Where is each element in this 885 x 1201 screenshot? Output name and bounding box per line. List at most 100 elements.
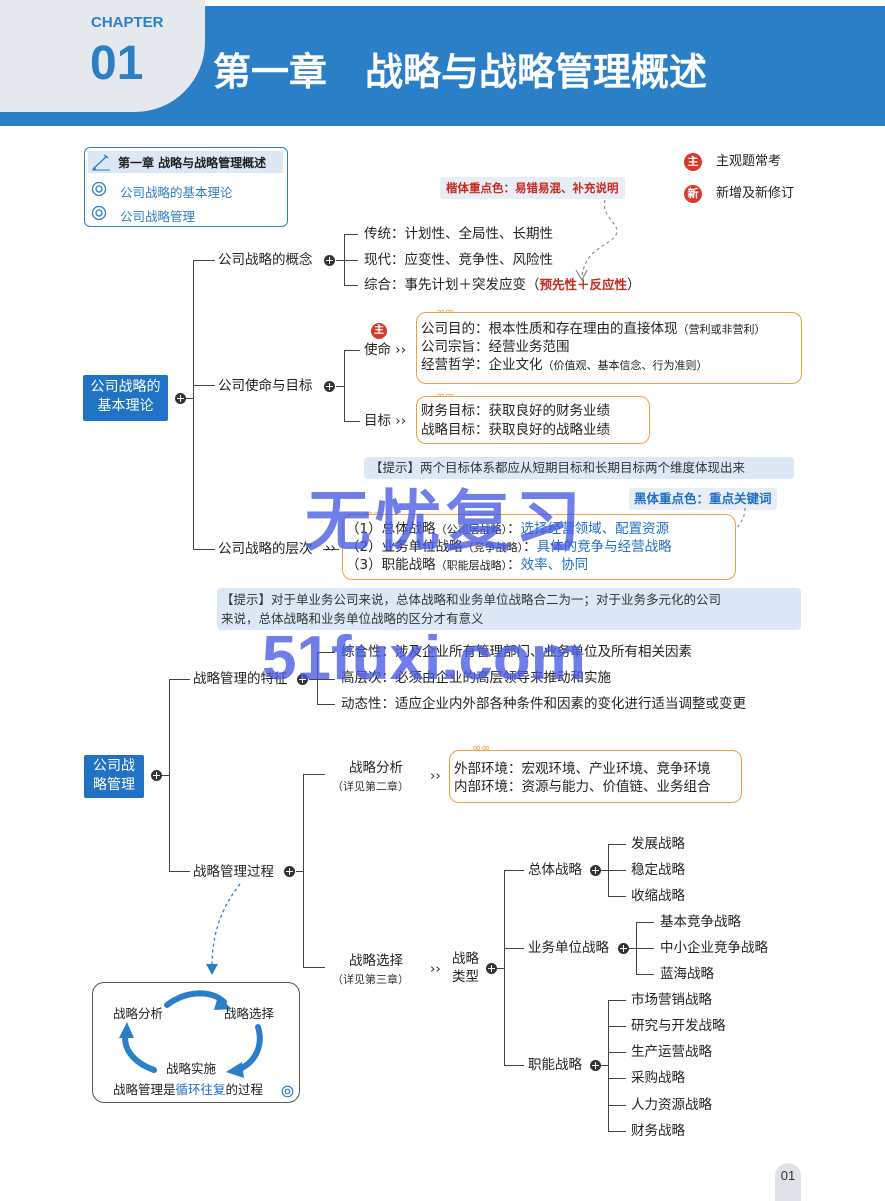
level-functional-name: （3）职能战略 (346, 557, 436, 573)
expand-icon[interactable] (324, 255, 335, 266)
goal-strategic: 战略目标：获取良好的战略业绩 (421, 422, 610, 438)
feature-dynamic: 动态性：适应企业内外部各种条件和因素的变化进行适当调整或变更 (341, 696, 746, 712)
mission-sub-label: 使命 ›› (364, 342, 407, 358)
mission-tenet: 公司宗旨：经营业务范围 (421, 339, 570, 355)
functional-label: 职能战略 (528, 1057, 582, 1073)
hei-note: 黑体重点色：重点关键词 (629, 488, 777, 510)
levels-box (342, 514, 736, 580)
expand-icon[interactable] (486, 963, 497, 974)
process-choice: 战略选择 (349, 953, 403, 969)
goal-box (416, 396, 650, 444)
chapter-tab (0, 0, 205, 112)
level-corporate-key: 选择经营领域、配置资源 (520, 521, 670, 537)
level-functional-key: 效率、协同 (520, 557, 589, 573)
business-item: 蓝海战略 (660, 966, 714, 982)
level-business-key: 具体的竞争与经营战略 (536, 539, 672, 555)
mission-purpose: 公司目的：根本性质和存在理由的直接体现（营利或非营利） (421, 320, 766, 339)
mission-philosophy-text: 经营哲学：企业文化 (421, 357, 543, 373)
concept-traditional: 传统：计划性、全局性、长期性 (364, 226, 553, 242)
toc-item-theory[interactable]: 公司战略的基本理论 (120, 185, 233, 200)
target-icon (91, 205, 107, 221)
level-corporate: （1）总体战略（公司层战略）：选择经营领域、配置资源 (346, 520, 669, 539)
process-choice-ref: （详见第三章） (332, 973, 409, 986)
level-corporate-note: （公司层战略） (435, 523, 508, 536)
level-corporate-name: （1）总体战略 (346, 521, 436, 537)
process-analysis: 战略分析 (349, 760, 403, 776)
main-mark-icon: 主 (684, 153, 702, 171)
toc-card: 第一章 战略与战略管理概述 公司战略的基本理论 公司战略管理 (84, 147, 288, 227)
functional-item: 财务战略 (631, 1123, 685, 1139)
expand-icon[interactable] (618, 943, 629, 954)
watermark-cn: 无忧复习 (305, 483, 585, 560)
toc-title: 第一章 战略与战略管理概述 (118, 156, 267, 170)
corporate-label: 总体战略 (528, 862, 582, 878)
toc-title-row (88, 151, 283, 173)
levels-arrow: ›› (325, 540, 336, 556)
main-mark-icon: 主 (371, 323, 387, 339)
mission-philosophy-note: （价值观、基本信念、行为准则） (542, 359, 708, 372)
level-business-note: （竞争战略） (462, 541, 524, 554)
mission-philosophy: 经营哲学：企业文化（价值观、基本信念、行为准则） (421, 356, 708, 375)
concept-combined-key: 预先性＋反应性 (539, 277, 628, 292)
expand-icon[interactable] (590, 865, 601, 876)
concept-label: 公司战略的概念 (218, 252, 313, 268)
cycle-caption-key: 循环往复 (175, 1082, 226, 1097)
analysis-external: 外部环境：宏观环境、产业环境、竞争环境 (454, 761, 711, 777)
functional-item: 生产运营战略 (631, 1044, 712, 1060)
analysis-arrow: ›› (430, 768, 441, 784)
choice-arrow: ›› (430, 961, 441, 977)
level-business-name: （2）业务单位战略 (346, 539, 463, 555)
toc-item-management[interactable]: 公司战略管理 (120, 209, 196, 224)
cycle-choice: 战略选择 (224, 1006, 275, 1021)
legend-main-label: 主观题常考 (716, 154, 782, 169)
strategy-types: 战略 类型 (452, 951, 479, 985)
cycle-implement: 战略实施 (166, 1061, 217, 1076)
management-root: 公司战 略管理 (84, 755, 144, 798)
feature-comprehensive: 综合性：涉及企业所有管理部门、业务单位及所有相关因素 (341, 644, 692, 660)
corporate-item: 收缩战略 (631, 888, 685, 904)
kai-note: 楷体重点色：易错易混、补充说明 (440, 177, 625, 199)
target-icon (281, 1085, 294, 1098)
mission-purpose-note: （营利或非营利） (677, 323, 766, 336)
cycle-caption: 战略管理是循环往复的过程 (113, 1081, 263, 1099)
level-functional: （3）职能战略（职能层战略）：效率、协同 (346, 556, 588, 575)
level-functional-colon: ： (507, 557, 521, 573)
feature-high-level: 高层次：必须由企业的高层领导来推动和实施 (341, 670, 611, 686)
dashed-arrow-to-note (575, 199, 618, 282)
business-item: 基本竞争战略 (660, 914, 741, 930)
process-label: 战略管理过程 (193, 864, 274, 880)
concept-modern: 现代：应变性、竞争性、风险性 (364, 252, 553, 268)
analysis-box (449, 750, 742, 803)
mission-purpose-text: 公司目的：根本性质和存在理由的直接体现 (421, 321, 678, 337)
concept-combined-close: ） (627, 277, 641, 293)
cycle-caption-post: 的过程 (225, 1082, 264, 1097)
functional-item: 采购战略 (631, 1070, 685, 1086)
levels-tip: 【提示】对于单业务公司来说，总体战略和业务单位战略合二为一；对于业务多元化的公司… (217, 588, 801, 630)
expand-icon[interactable] (151, 770, 162, 781)
level-corporate-colon: ： (507, 521, 521, 537)
functional-item: 研究与开发战略 (631, 1018, 726, 1034)
theory-root: 公司战略的 基本理论 (83, 375, 168, 421)
goal-tip: 【提示】两个目标体系都应从短期目标和长期目标两个维度体现出来 (364, 457, 794, 479)
concept-combined: 综合：事先计划＋突发应变（预先性＋反应性） (364, 276, 641, 294)
expand-icon[interactable] (297, 674, 308, 685)
business-label: 业务单位战略 (528, 940, 609, 956)
page-number: 01 (775, 1163, 801, 1201)
expand-icon[interactable] (284, 866, 295, 877)
expand-icon[interactable] (324, 381, 335, 392)
levels-label: 公司战略的层次 (218, 541, 313, 557)
cycle-arrows (119, 990, 263, 1078)
expand-icon[interactable] (175, 393, 186, 404)
process-analysis-ref: （详见第二章） (332, 780, 409, 793)
features-label: 战略管理的特征 (193, 671, 288, 687)
legend-new-label: 新增及新修订 (716, 186, 795, 201)
goal-sub-label: 目标 ›› (364, 413, 407, 429)
level-business-colon: ： (523, 539, 537, 555)
functional-item: 市场营销战略 (631, 992, 712, 1008)
corporate-item: 稳定战略 (631, 862, 685, 878)
goal-financial: 财务目标：获取良好的财务业绩 (421, 403, 610, 419)
expand-icon[interactable] (590, 1060, 601, 1071)
mission-label: 公司使命与目标 (218, 378, 313, 394)
mission-box (416, 312, 802, 384)
corporate-item: 发展战略 (631, 836, 685, 852)
